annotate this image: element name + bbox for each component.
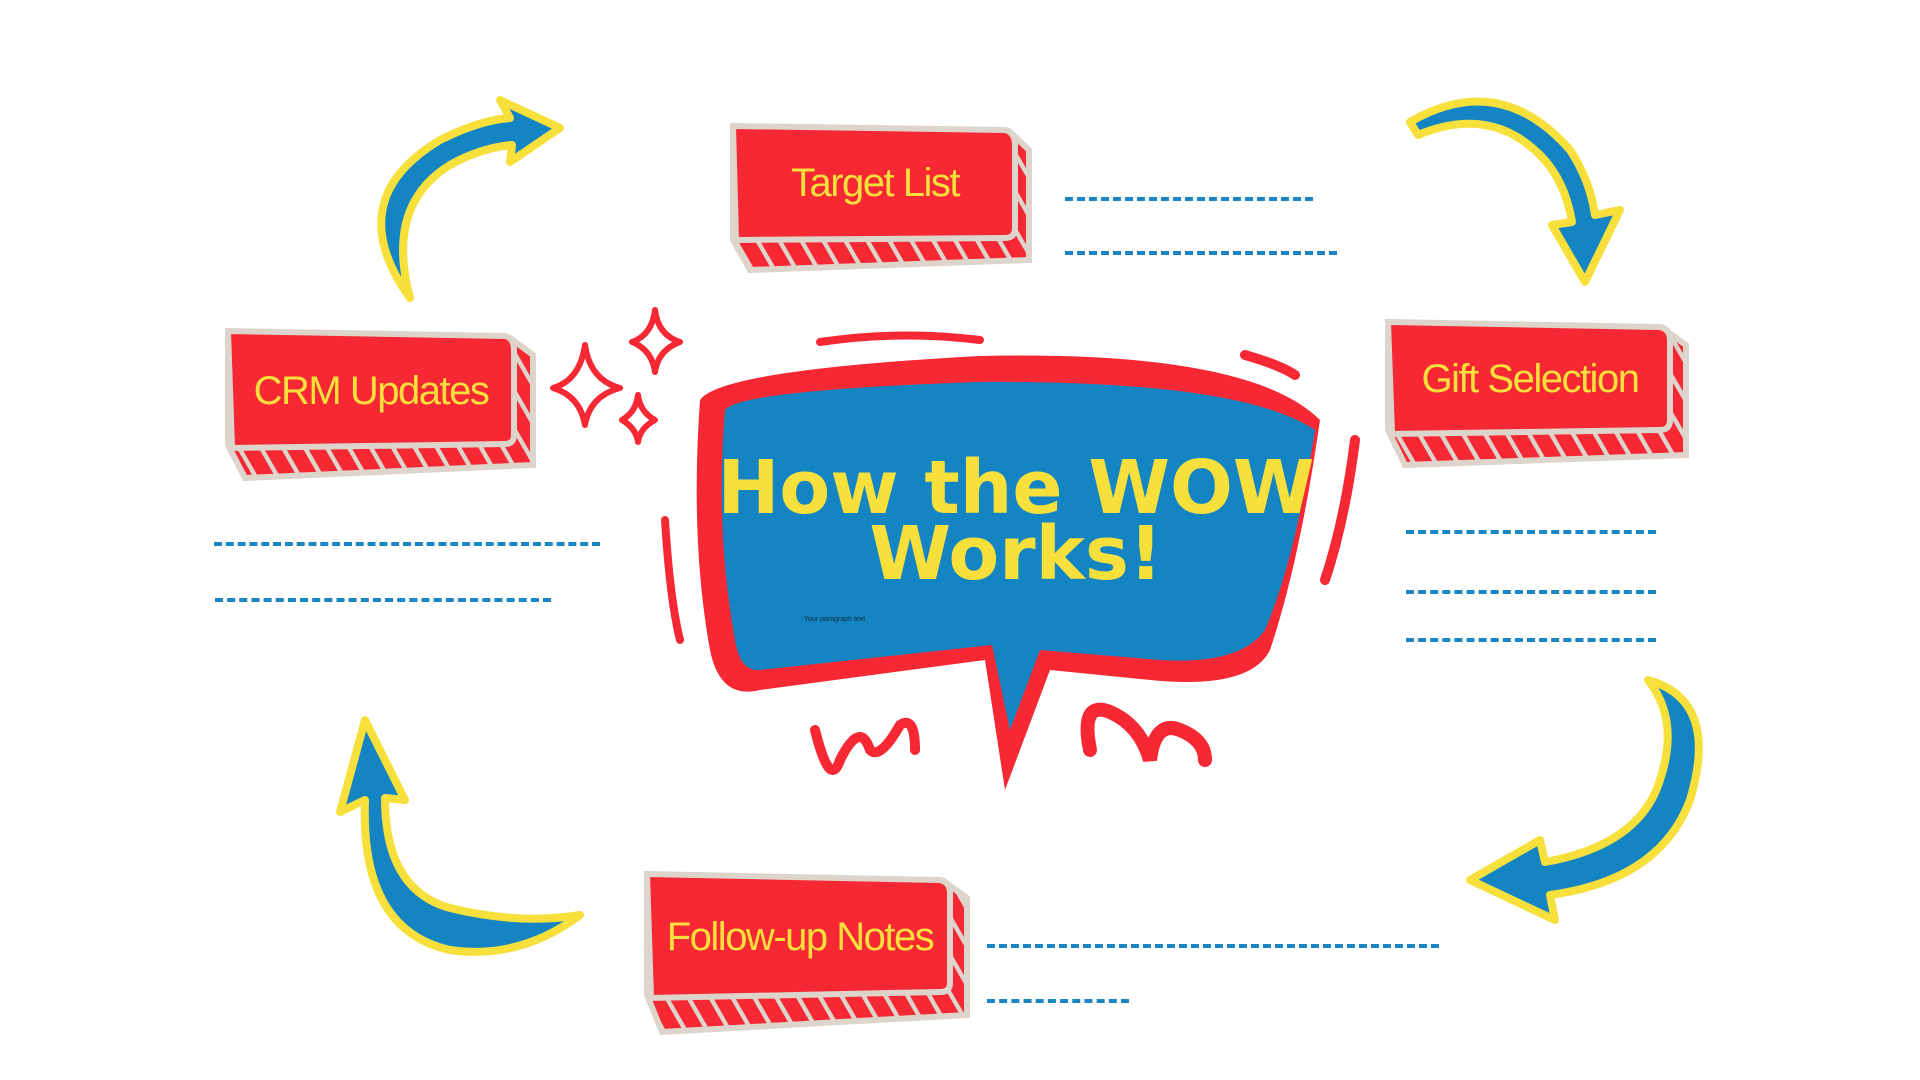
main-title: How the WOW Works! bbox=[716, 445, 1316, 597]
arrow-top-right-icon bbox=[1406, 97, 1624, 286]
step-crm-updates-label: CRM Updates bbox=[253, 369, 490, 413]
box-follow-up-notes bbox=[643, 870, 970, 1036]
speech-bubble bbox=[661, 331, 1360, 790]
sparkle-icons bbox=[550, 307, 683, 445]
note-line bbox=[1065, 251, 1337, 255]
box-target-list bbox=[729, 122, 1032, 274]
step-gift-selection-label: Gift Selection bbox=[1421, 357, 1640, 401]
paragraph-text: Your paragraph text bbox=[804, 616, 866, 623]
note-line bbox=[1406, 530, 1656, 534]
title-line-2: Works! bbox=[869, 511, 1163, 597]
title-line-1: How the WOW bbox=[717, 445, 1315, 531]
note-line bbox=[987, 944, 1439, 948]
step-follow-up-notes-label: Follow-up Notes bbox=[666, 915, 935, 959]
box-crm-updates bbox=[224, 327, 536, 482]
note-line bbox=[215, 598, 551, 602]
note-line bbox=[1406, 638, 1656, 642]
step-target-list-label: Target List bbox=[790, 161, 961, 205]
box-gift-selection bbox=[1384, 318, 1689, 469]
note-line bbox=[1065, 197, 1313, 201]
note-line bbox=[1406, 590, 1656, 594]
arrow-top-left-icon bbox=[377, 96, 564, 302]
note-line bbox=[214, 542, 600, 546]
arrow-bottom-right-icon bbox=[1466, 676, 1703, 924]
arrow-bottom-left-icon bbox=[336, 716, 584, 956]
note-line bbox=[987, 999, 1129, 1003]
